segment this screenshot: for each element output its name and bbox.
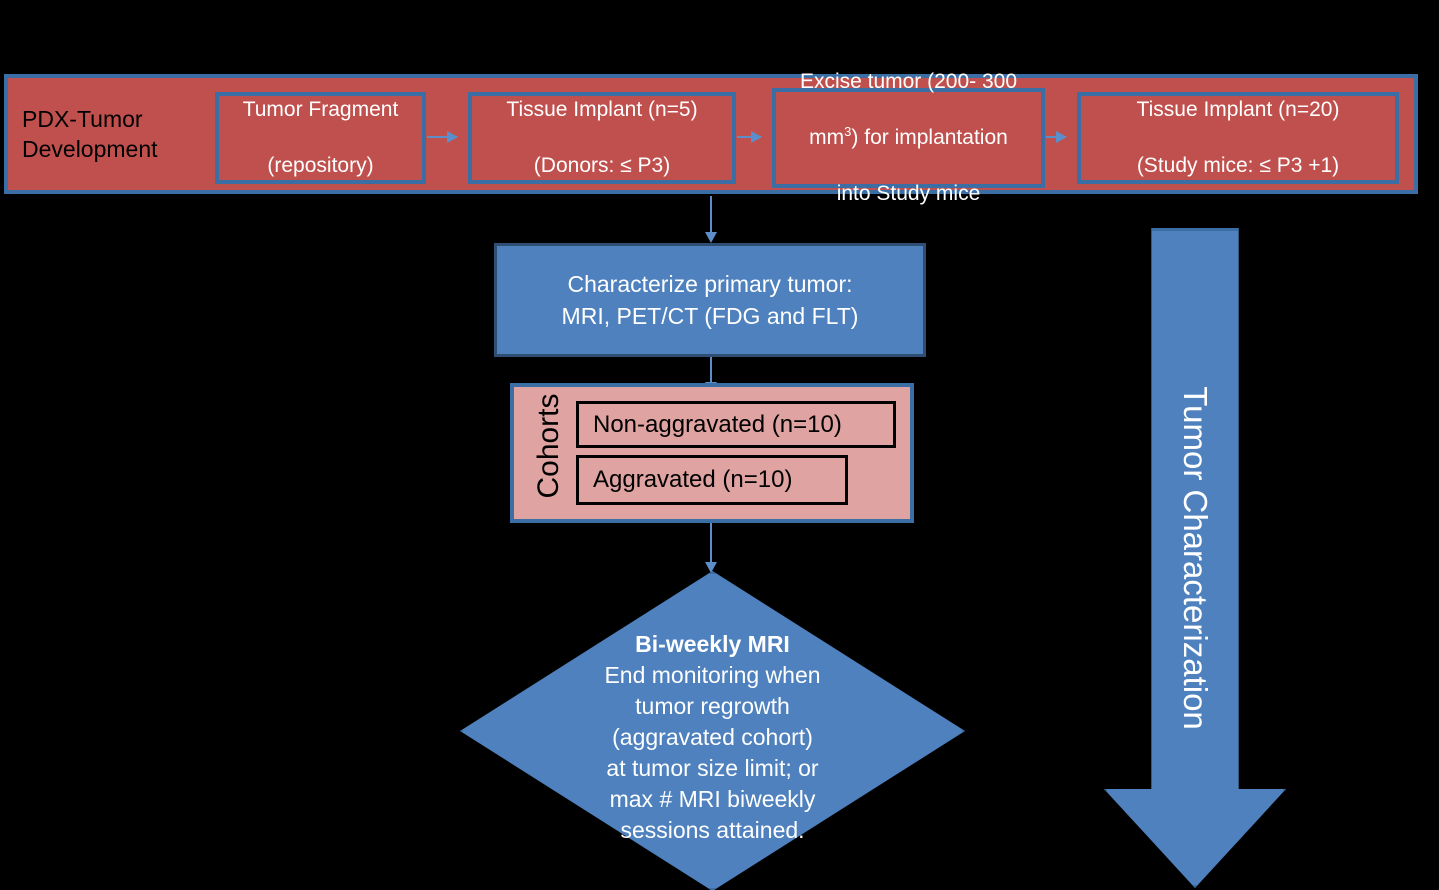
characterize-line-2: MRI, PET/CT (FDG and FLT) (561, 303, 859, 329)
cohort-item-aggravated[interactable]: Aggravated (n=10) (576, 455, 848, 505)
stage-4-line-1: Tissue Implant (n=20) (1136, 98, 1340, 121)
cohort-item-label: Non-aggravated (n=10) (593, 410, 842, 438)
decision-line-1: End monitoring when (604, 662, 821, 688)
stage-box-tissue-implant-study-mice[interactable]: Tissue Implant (n=20) (Study mice: ≤ P3 … (1077, 92, 1399, 184)
characterize-line-1: Characterize primary tumor: (567, 271, 853, 297)
stage-2-line-2: (Donors: ≤ P3) (533, 154, 671, 177)
decision-line-3: (aggravated cohort) (612, 724, 813, 750)
tumor-characterization-arrow: Tumor Characterization (1104, 228, 1286, 888)
cohort-item-non-aggravated[interactable]: Non-aggravated (n=10) (576, 401, 896, 448)
stage-box-tissue-implant-donors[interactable]: Tissue Implant (n=5) (Donors: ≤ P3) (468, 92, 736, 184)
stage-box-tumor-fragment[interactable]: Tumor Fragment (repository) (215, 92, 426, 184)
arrow-right-icon-2 (737, 131, 762, 143)
stage-1-line-1: Tumor Fragment (242, 98, 399, 121)
decision-line-6: sessions attained. (620, 817, 805, 843)
cohort-item-label: Aggravated (n=10) (593, 466, 793, 493)
decision-heading: Bi-weekly MRI (635, 631, 790, 657)
decision-line-2: tumor regrowth (635, 693, 790, 719)
stage-1-line-2: (repository) (267, 154, 374, 177)
banner-title: PDX-Tumor Development (22, 106, 158, 162)
arrow-down-icon-1 (705, 196, 717, 243)
pdx-tumor-development-banner: PDX-Tumor Development Tumor Fragment (re… (4, 70, 1418, 205)
stage-3-line-1: Excise tumor (200- 300 (799, 70, 1018, 93)
stage-3-line-3: into Study mice (836, 182, 981, 205)
characterize-primary-tumor-box[interactable]: Characterize primary tumor: MRI, PET/CT … (494, 243, 926, 357)
decision-diamond-text: Bi-weekly MRI End monitoring when tumor … (548, 629, 878, 846)
cohorts-box: Cohorts Non-aggravated (n=10) Aggravated… (510, 383, 914, 523)
cohorts-label: Cohorts (532, 393, 565, 499)
stage-4-line-2: (Study mice: ≤ P3 +1) (1136, 154, 1340, 177)
decision-diamond[interactable]: Bi-weekly MRI End monitoring when tumor … (460, 571, 965, 890)
arrow-down-icon-3 (705, 523, 717, 573)
arrow-right-icon-1 (427, 131, 458, 143)
arrow-down-icon-2 (705, 357, 717, 393)
stage-3-line-2: mm3) for implantation (809, 124, 1008, 149)
stage-box-excise-tumor[interactable]: Excise tumor (200- 300 mm3) for implanta… (772, 70, 1045, 205)
stage-2-line-1: Tissue Implant (n=5) (506, 98, 698, 121)
tumor-characterization-label: Tumor Characterization (1177, 386, 1214, 730)
arrow-right-icon-3 (1046, 131, 1067, 143)
decision-line-4: at tumor size limit; or (606, 755, 819, 781)
decision-line-5: max # MRI biweekly (609, 786, 816, 812)
